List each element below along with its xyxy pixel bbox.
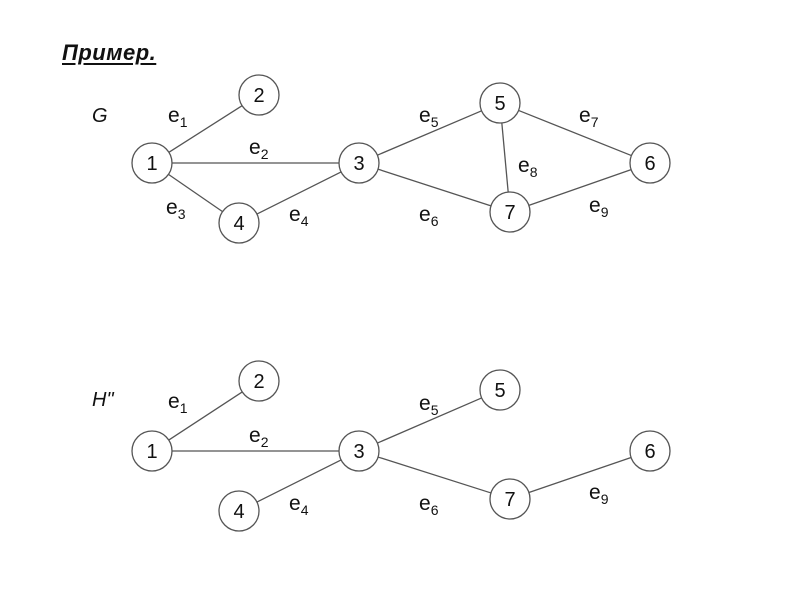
node-5-circle bbox=[479, 369, 521, 411]
node-2-label: 2 bbox=[253, 85, 264, 107]
node-5-circle bbox=[479, 82, 521, 124]
edge-label-e4: e4 bbox=[289, 492, 309, 518]
edge-label-e3: e3 bbox=[166, 196, 186, 222]
edge-line-e3 bbox=[168, 173, 223, 213]
node-2-circle bbox=[238, 74, 280, 116]
node-4-circle bbox=[218, 202, 260, 244]
node-3-circle bbox=[338, 142, 380, 184]
graph-name-label: G bbox=[92, 105, 108, 127]
edge-label-e6: e6 bbox=[419, 492, 439, 518]
node-6-circle bbox=[629, 430, 671, 472]
node-1-label: 1 bbox=[146, 441, 157, 463]
edge-label-e9: e9 bbox=[589, 194, 609, 220]
edge-label-e7: e7 bbox=[579, 104, 599, 130]
edge-line-e7 bbox=[518, 109, 632, 157]
edge-line-e4 bbox=[256, 459, 342, 503]
node-4-circle bbox=[218, 490, 260, 532]
edge-line-e5 bbox=[377, 110, 482, 156]
node-7-circle bbox=[489, 191, 531, 233]
edge-line-e1 bbox=[168, 391, 243, 441]
page-title: Пример. bbox=[62, 40, 157, 65]
node-7-circle bbox=[489, 478, 531, 520]
edge-line-e1 bbox=[168, 105, 243, 153]
node-6-label: 6 bbox=[644, 153, 655, 175]
node-5-label: 5 bbox=[494, 380, 505, 402]
node-2-label: 2 bbox=[253, 371, 264, 393]
edge-line-e5 bbox=[377, 397, 482, 444]
node-4-label: 4 bbox=[233, 501, 244, 523]
node-7-label: 7 bbox=[504, 489, 515, 511]
edge-line-e8 bbox=[501, 122, 509, 193]
edge-label-e6: e6 bbox=[419, 203, 439, 229]
node-3-label: 3 bbox=[353, 441, 364, 463]
node-5-label: 5 bbox=[494, 93, 505, 115]
edge-line-e9 bbox=[528, 168, 632, 207]
edge-label-e4: e4 bbox=[289, 203, 309, 229]
edge-label-e5: e5 bbox=[419, 392, 439, 418]
node-1-label: 1 bbox=[146, 153, 157, 175]
edge-label-e5: e5 bbox=[419, 104, 439, 130]
edge-label-e8: e8 bbox=[518, 154, 538, 180]
edge-line-e6 bbox=[377, 168, 492, 207]
node-6-circle bbox=[629, 142, 671, 184]
edge-label-e2: e2 bbox=[249, 424, 269, 450]
node-3-label: 3 bbox=[353, 153, 364, 175]
edge-label-e2: e2 bbox=[249, 136, 269, 162]
node-1-circle bbox=[131, 430, 173, 472]
node-7-label: 7 bbox=[504, 202, 515, 224]
node-3-circle bbox=[338, 430, 380, 472]
edge-line-e9 bbox=[528, 456, 632, 494]
edge-line-e6 bbox=[377, 456, 492, 494]
graph-h: H" e1 e2 e4 e5 e6 e9 1 2 3 4 5 6 7 bbox=[92, 360, 671, 532]
edge-label-e9: e9 bbox=[589, 481, 609, 507]
edge-line-e4 bbox=[256, 171, 342, 215]
node-2-circle bbox=[238, 360, 280, 402]
edge-label-e1: e1 bbox=[168, 390, 188, 416]
edge-label-e1: e1 bbox=[168, 104, 188, 130]
node-4-label: 4 bbox=[233, 213, 244, 235]
node-1-circle bbox=[131, 142, 173, 184]
graph-name-label: H" bbox=[92, 389, 114, 411]
node-6-label: 6 bbox=[644, 441, 655, 463]
